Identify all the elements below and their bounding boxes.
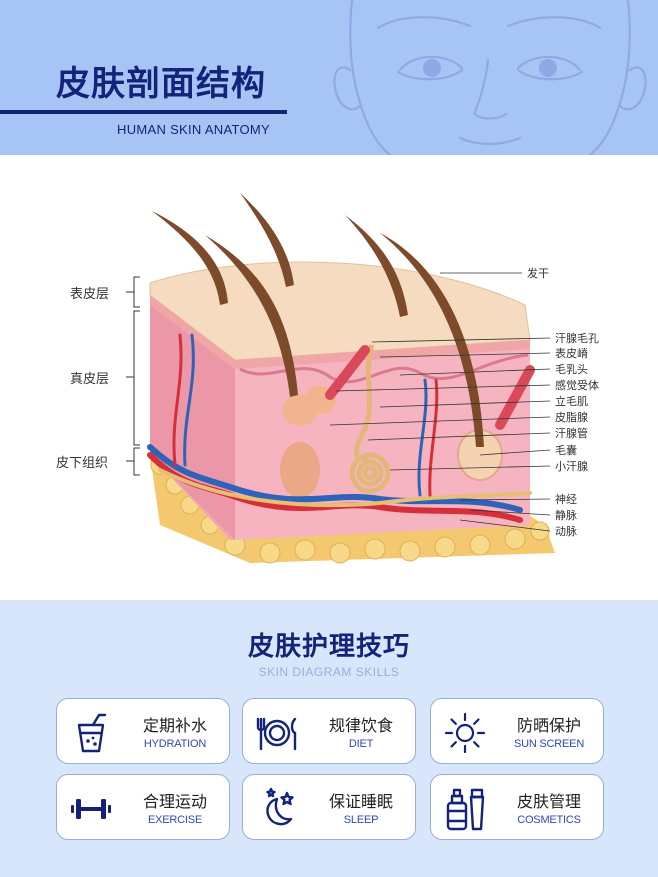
label-subcutis: 皮下组织 — [56, 455, 109, 470]
label-sweat-gland: 小汗腺 — [555, 461, 588, 473]
header-banner: 皮肤剖面结构 HUMAN SKIN ANATOMY — [0, 0, 658, 155]
tip-card-diet: 规律饮食 DIET — [242, 698, 416, 764]
tip-card-sunscreen: 防晒保护 SUN SCREEN — [430, 698, 604, 764]
label-epidermal-ridge: 表皮嵴 — [555, 348, 588, 360]
tip-diet-cn: 规律饮食 — [328, 718, 393, 735]
drink-cup-icon — [77, 713, 107, 753]
tip-sleep-cn: 保证睡眠 — [328, 794, 393, 811]
face-illustration-icon — [333, 0, 647, 155]
vein-line — [147, 444, 523, 513]
tip-sleep-en: SLEEP — [343, 814, 379, 826]
label-arrector-pili: 立毛肌 — [555, 396, 588, 408]
sun-icon — [444, 712, 486, 754]
tip-hydration-en: HYDRATION — [143, 738, 207, 750]
label-papilla: 毛乳头 — [555, 364, 588, 376]
label-epidermis: 表皮层 — [70, 286, 110, 301]
skin-cross-section-illustration — [126, 193, 555, 564]
label-nerve: 神经 — [555, 494, 577, 506]
cosmetic-bottles-icon — [446, 788, 485, 831]
label-hair-follicle: 毛囊 — [555, 445, 577, 457]
tip-cosmetics-en: COSMETICS — [517, 814, 581, 826]
label-hair-shaft: 发干 — [527, 268, 549, 280]
tip-card-exercise: 合理运动 EXERCISE — [56, 774, 230, 840]
tip-exercise-cn: 合理运动 — [142, 794, 207, 811]
tip-cosmetics-cn: 皮肤管理 — [516, 794, 581, 811]
label-sweat-duct: 汗腺管 — [555, 428, 588, 440]
page-subtitle: HUMAN SKIN ANATOMY — [117, 122, 270, 137]
label-sebaceous-gland: 皮脂腺 — [555, 412, 588, 424]
label-vein: 静脉 — [555, 510, 577, 522]
sebaceous-gland-shape — [280, 386, 336, 498]
page-title: 皮肤剖面结构 — [56, 65, 266, 103]
moon-stars-icon — [266, 787, 294, 826]
tip-sunscreen-cn: 防晒保护 — [516, 718, 581, 735]
tips-subtitle: SKIN DIAGRAM SKILLS — [258, 665, 400, 679]
dumbbell-icon — [71, 799, 111, 819]
nerve-line — [158, 468, 532, 508]
title-underline — [0, 110, 287, 114]
tip-exercise-en: EXERCISE — [147, 814, 203, 826]
label-dermis: 真皮层 — [70, 371, 110, 386]
tip-sunscreen-en: SUN SCREEN — [513, 738, 585, 750]
skin-diagram: 表皮层 真皮层 皮下组织 发干 汗腺毛孔 表皮嵴 毛乳头 感觉受体 立毛肌 皮脂… — [0, 155, 658, 600]
plate-cutlery-icon — [256, 717, 297, 751]
tip-card-hydration: 定期补水 HYDRATION — [56, 698, 230, 764]
skincare-tips-section: 皮肤护理技巧 SKIN DIAGRAM SKILLS 定期补水 HYDRATIO… — [0, 600, 658, 877]
tip-card-sleep: 保证睡眠 SLEEP — [242, 774, 416, 840]
tips-title: 皮肤护理技巧 — [247, 631, 410, 661]
label-sweat-pore: 汗腺毛孔 — [555, 333, 599, 345]
label-sensory-receptor: 感觉受体 — [555, 380, 599, 392]
tip-card-cosmetics: 皮肤管理 COSMETICS — [430, 774, 604, 840]
label-artery: 动脉 — [555, 526, 577, 538]
tip-diet-en: DIET — [348, 738, 374, 750]
tip-hydration-cn: 定期补水 — [142, 718, 207, 735]
sweat-gland-coil — [349, 344, 391, 494]
